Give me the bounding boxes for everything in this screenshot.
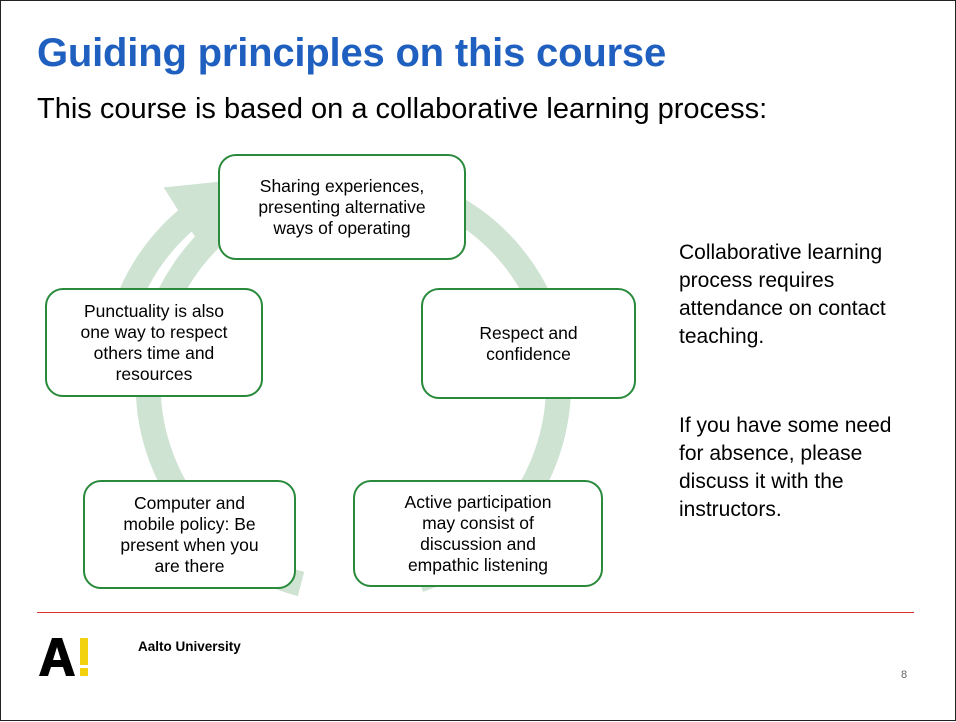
university-name: Aalto University (138, 639, 241, 654)
cycle-arrowhead (117, 178, 247, 304)
side-note-absence: If you have some need for absence, pleas… (679, 414, 892, 521)
cycle-step-label: Computer and mobile policy: Be present w… (120, 492, 259, 576)
aalto-logo-icon (39, 638, 88, 676)
side-note-attendance: Collaborative learning process requires … (679, 241, 886, 348)
cycle-step-sharing: Sharing experiences, presenting alternat… (218, 154, 466, 260)
cycle-step-respect: Respect and confidence (421, 288, 636, 399)
cycle-step-participation: Active participation may consist of disc… (353, 480, 603, 587)
cycle-step-punctuality: Punctuality is also one way to respect o… (45, 288, 263, 397)
page-number: 8 (901, 669, 908, 681)
cycle-step-label: Sharing experiences, presenting alternat… (258, 175, 426, 238)
cycle-step-label: Punctuality is also one way to respect o… (80, 300, 228, 384)
cycle-step-label: Respect and confidence (479, 322, 578, 364)
footer-divider (37, 612, 914, 613)
slide-subtitle: This course is based on a collaborative … (37, 93, 768, 125)
cycle-step-computer-policy: Computer and mobile policy: Be present w… (83, 480, 296, 589)
cycle-step-label: Active participation may consist of disc… (404, 491, 552, 575)
slide-title: Guiding principles on this course (37, 31, 667, 75)
